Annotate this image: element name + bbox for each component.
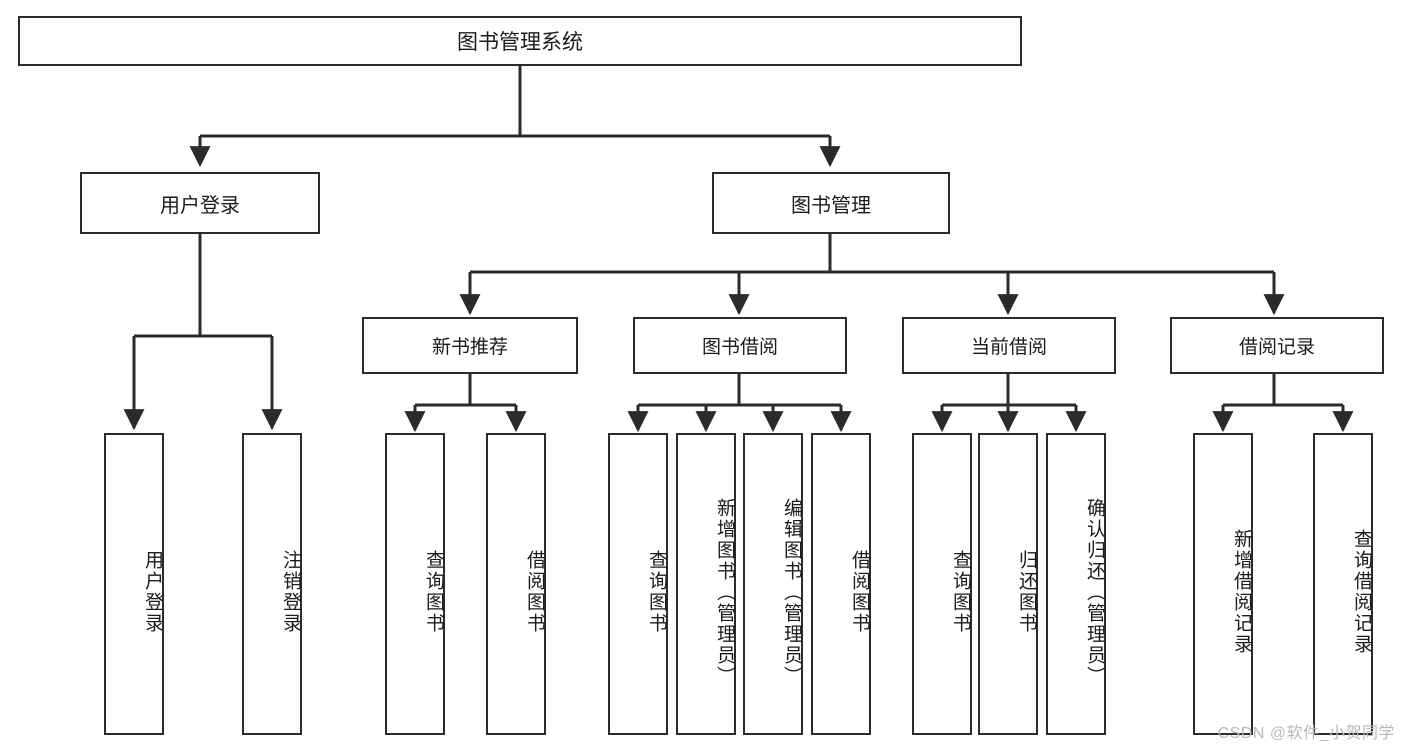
leaf-user-logout[interactable]: 注销登录 <box>242 433 302 735</box>
node-label: 借阅记录 <box>1238 337 1315 358</box>
node-label: 借阅图书 <box>849 550 870 634</box>
node-root-system[interactable]: 图书管理系统 <box>18 16 1022 66</box>
leaf-borrow-add-book-admin[interactable]: 新增图书（管理员） <box>676 433 736 735</box>
node-label: 查询图书 <box>423 550 444 634</box>
node-label: 图书管理 <box>791 194 871 217</box>
node-label: 图书管理系统 <box>457 31 583 54</box>
node-label: 当前借阅 <box>970 337 1047 358</box>
node-book-management[interactable]: 图书管理 <box>712 172 950 234</box>
leaf-current-return-book[interactable]: 归还图书 <box>978 433 1038 735</box>
csdn-watermark: CSDN @软件_小贺同学 <box>1217 725 1395 742</box>
node-borrow-record[interactable]: 借阅记录 <box>1170 317 1384 374</box>
leaf-user-login[interactable]: 用户登录 <box>104 433 164 735</box>
leaf-recommend-borrow-book[interactable]: 借阅图书 <box>486 433 546 735</box>
leaf-current-query-book[interactable]: 查询图书 <box>912 433 972 735</box>
node-label: 查询图书 <box>950 550 971 634</box>
node-new-book-recommend[interactable]: 新书推荐 <box>362 317 578 374</box>
node-label: 借阅图书 <box>524 550 545 634</box>
leaf-borrow-edit-book-admin[interactable]: 编辑图书（管理员） <box>743 433 803 735</box>
node-label: 新增图书（管理员） <box>714 497 735 687</box>
leaf-record-query-record[interactable]: 查询借阅记录 <box>1313 433 1373 735</box>
node-label: 新增借阅记录 <box>1231 529 1252 655</box>
node-label: 图书借阅 <box>701 337 778 358</box>
node-label: 查询借阅记录 <box>1351 529 1372 655</box>
leaf-borrow-query-book[interactable]: 查询图书 <box>608 433 668 735</box>
node-label: 查询图书 <box>646 550 667 634</box>
leaf-current-confirm-return-admin[interactable]: 确认归还（管理员） <box>1046 433 1106 735</box>
leaf-borrow-borrow-book[interactable]: 借阅图书 <box>811 433 871 735</box>
node-label: 确认归还（管理员） <box>1084 497 1105 687</box>
node-label: 注销登录 <box>280 550 301 634</box>
node-label: 用户登录 <box>142 550 163 634</box>
leaf-recommend-query-book[interactable]: 查询图书 <box>385 433 445 735</box>
node-book-borrow[interactable]: 图书借阅 <box>633 317 847 374</box>
node-label: 新书推荐 <box>431 337 508 358</box>
node-current-borrow[interactable]: 当前借阅 <box>902 317 1116 374</box>
node-label: 归还图书 <box>1016 550 1037 634</box>
leaf-record-add-record[interactable]: 新增借阅记录 <box>1193 433 1253 735</box>
node-label: 编辑图书（管理员） <box>781 497 802 687</box>
node-label: 用户登录 <box>160 194 240 217</box>
node-user-login[interactable]: 用户登录 <box>80 172 320 234</box>
